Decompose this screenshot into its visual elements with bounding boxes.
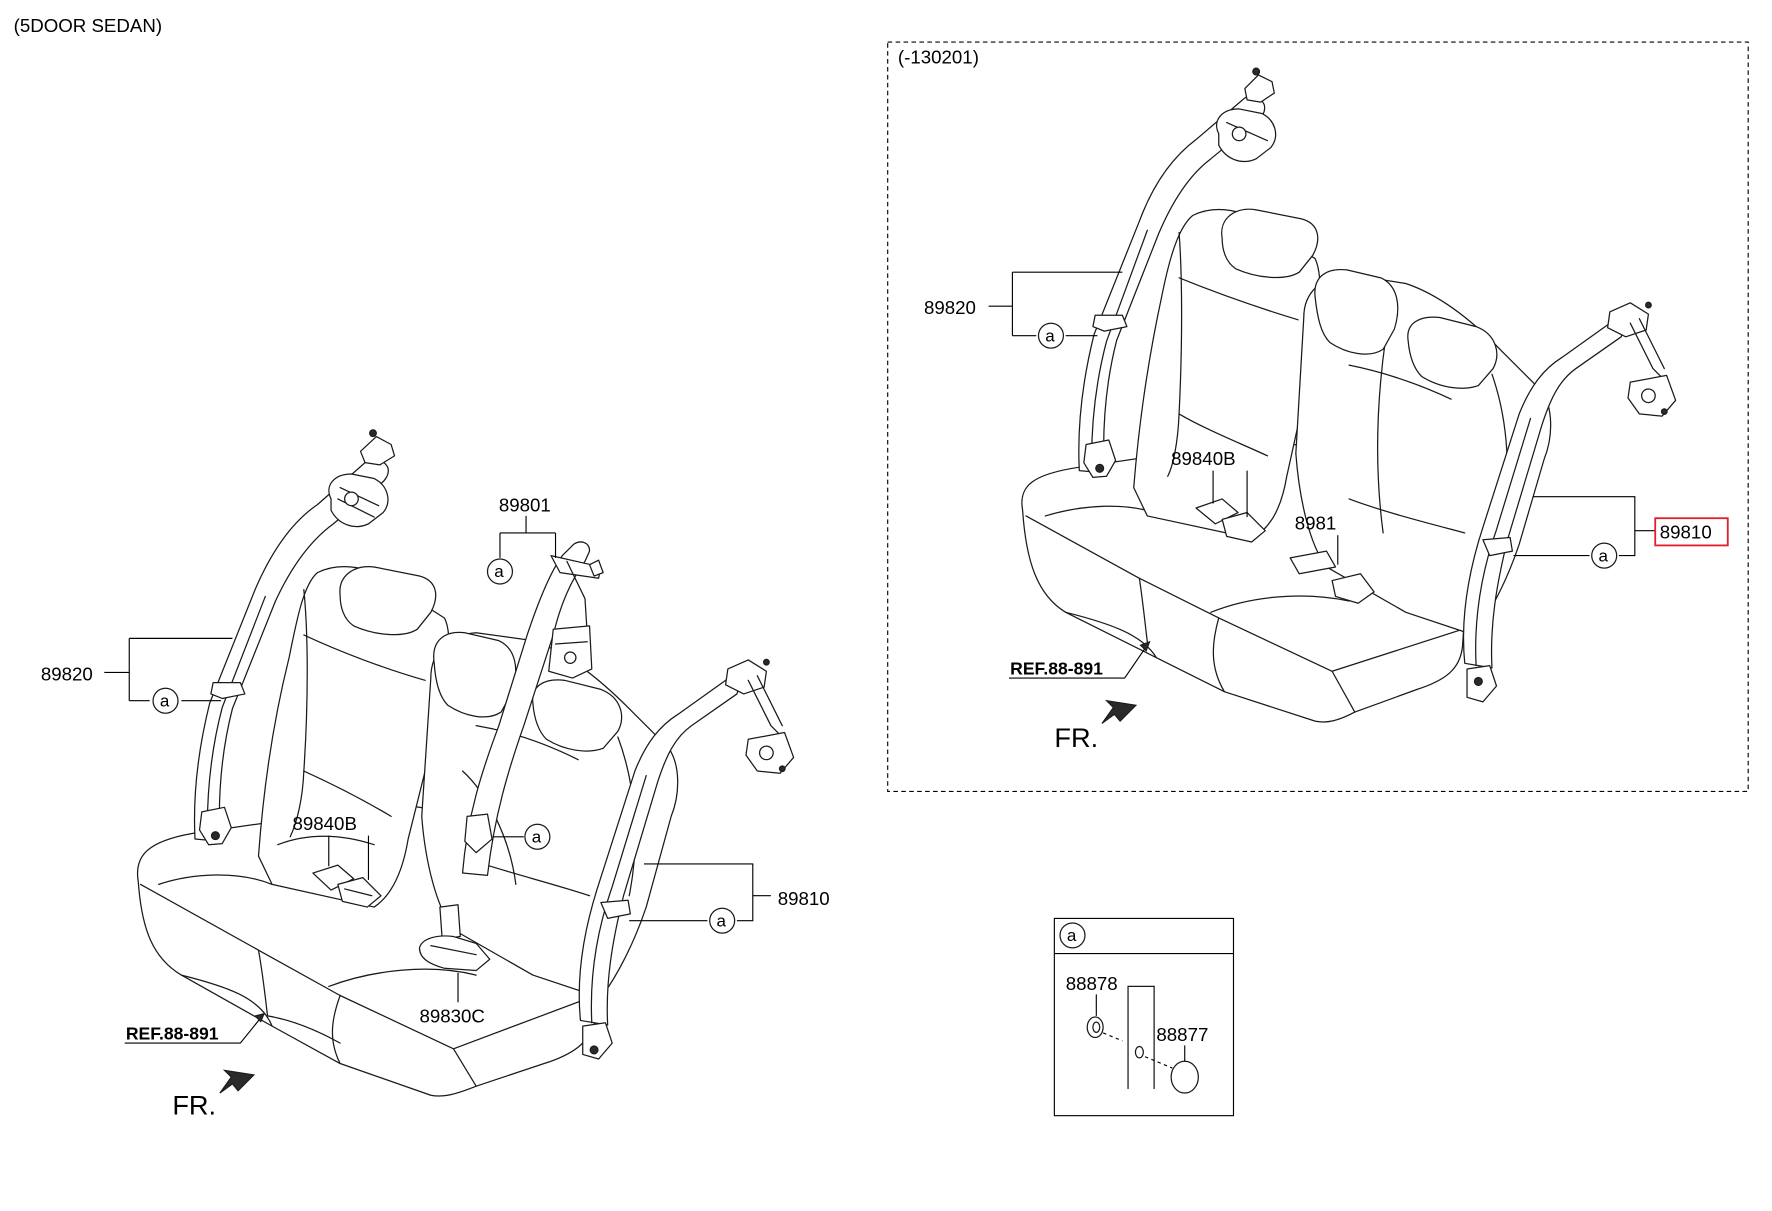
right-retractor <box>724 658 795 774</box>
inset-part-8981-label: 8981 <box>1295 513 1337 534</box>
center-buckle <box>418 904 491 972</box>
center-retractor <box>548 559 604 679</box>
right-belt-guide <box>600 899 631 920</box>
inset-left-seatback <box>1133 209 1321 540</box>
detail-cap-88878 <box>1086 994 1123 1042</box>
left-callout-a3: a <box>532 827 542 846</box>
left-callout-a4: a <box>717 911 727 930</box>
inset-center-buckle <box>1289 550 1375 604</box>
detail-box-frame <box>1053 917 1235 1117</box>
inset-ref-label: REF.88-891 <box>1010 659 1103 679</box>
left-retractor <box>328 429 396 528</box>
inset-front-arrow <box>1101 699 1138 724</box>
left-front-label: FR. <box>172 1090 216 1121</box>
left-callout-89801 <box>486 515 557 585</box>
center-belt-tongue <box>464 813 493 854</box>
right-anchor <box>582 1022 613 1060</box>
inset-left-headrest <box>1221 208 1319 279</box>
left-belt-guide <box>210 681 246 700</box>
inset-ref-leader <box>1009 640 1151 679</box>
left-headrest <box>339 566 437 636</box>
inset-dashed-frame <box>887 41 1749 792</box>
inset-callout-89810 <box>1513 496 1656 569</box>
left-ref-leader <box>124 1012 266 1044</box>
left-part-89810-label: 89810 <box>778 888 830 909</box>
left-seat-view: 89820 a 89801 a a 89840B 89830C 89810 a … <box>41 429 830 1121</box>
left-callout-89810 <box>629 863 771 934</box>
left-anchor <box>198 806 232 846</box>
inset-left-retractor <box>1216 67 1277 163</box>
inset-left-anchor <box>1083 439 1117 479</box>
inset-leader-89840B <box>1212 470 1248 518</box>
inset-left-guide <box>1092 314 1128 332</box>
inset-part-89840B-label: 89840B <box>1171 448 1235 469</box>
inset-callout-a2: a <box>1599 546 1609 565</box>
right-headrest <box>532 679 623 752</box>
inset-right-retractor <box>1606 301 1677 417</box>
inset-left-buckle <box>1195 498 1266 543</box>
inset-callout-89820 <box>988 271 1123 349</box>
left-callout-89820 <box>104 637 233 714</box>
inset-right-headrest <box>1407 316 1498 389</box>
inset-callout-a1: a <box>1045 326 1055 345</box>
detail-box-a: a 88878 88877 <box>1053 917 1235 1117</box>
detail-pillar <box>1127 985 1155 1090</box>
detail-box-letter-circle <box>1059 922 1086 949</box>
left-callout-a1: a <box>160 691 170 710</box>
right-inset-view: (-130201) <box>887 41 1749 792</box>
left-ref-label: REF.88-891 <box>126 1024 219 1044</box>
inset-part-89810-label: 89810 <box>1660 522 1712 543</box>
center-belt-webbing <box>461 541 602 876</box>
left-part-89830C-label: 89830C <box>419 1006 484 1027</box>
center-headrest <box>433 631 517 718</box>
left-seatback <box>257 566 450 908</box>
variant-label: (5DOOR SEDAN) <box>14 15 162 36</box>
inset-right-guide <box>1482 536 1514 557</box>
left-callout-a-center <box>493 823 551 850</box>
detail-part-88878-label: 88878 <box>1066 973 1118 994</box>
left-part-89820-label: 89820 <box>41 663 93 684</box>
inset-right-anchor <box>1466 664 1498 703</box>
left-front-arrow <box>219 1069 256 1094</box>
detail-box-letter: a <box>1067 926 1077 945</box>
left-callout-a2: a <box>494 562 504 581</box>
inset-center-headrest <box>1314 268 1399 355</box>
left-part-89801-label: 89801 <box>499 494 551 515</box>
inset-front-label: FR. <box>1054 722 1098 753</box>
inset-part-89820-label: 89820 <box>924 297 976 318</box>
left-leader-89840B <box>328 835 370 880</box>
detail-part-88877-label: 88877 <box>1156 1024 1208 1045</box>
left-buckle <box>312 864 382 908</box>
detail-plug-88877 <box>1144 1045 1199 1094</box>
inset-part-89810-highlight <box>1654 517 1729 547</box>
inset-label: (-130201) <box>898 47 979 68</box>
left-part-89840B-label: 89840B <box>292 813 356 834</box>
